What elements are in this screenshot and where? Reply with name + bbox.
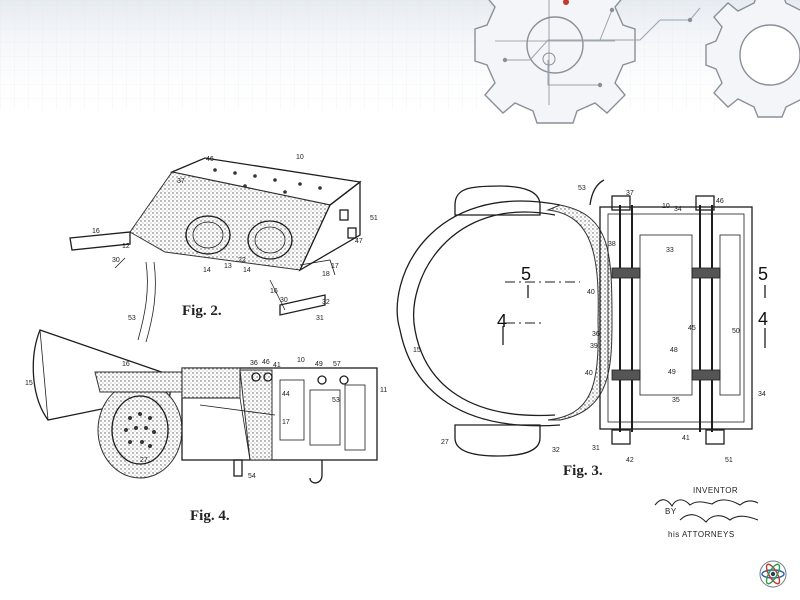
label: 35 [672, 397, 680, 404]
label: 38 [608, 241, 616, 248]
label: 34 [674, 206, 682, 213]
label: 30 [280, 297, 288, 304]
gear-icon [705, 0, 800, 118]
label: 14 [203, 267, 211, 274]
label: 36 [250, 360, 258, 367]
label: 45 [688, 325, 696, 332]
label: 34 [758, 391, 766, 398]
label: 49 [668, 369, 676, 376]
label: 10 [297, 357, 305, 364]
inventor-title: INVENTOR [693, 486, 738, 495]
label: 42 [626, 457, 634, 464]
section-mark: 4 [758, 309, 768, 329]
inventor-signature [654, 499, 759, 508]
label: 17 [282, 419, 290, 426]
figure-2-labels: 46 10 37 16 12 14 13 22 14 16 30 51 47 1… [92, 154, 378, 322]
label: 53 [578, 185, 586, 192]
label: 41 [682, 435, 690, 442]
section-mark: 5 [758, 264, 768, 284]
label: 13 [224, 263, 232, 270]
label: 33 [666, 247, 674, 254]
section-mark: 5 [521, 264, 531, 284]
label: 51 [725, 457, 733, 464]
label: 57 [333, 361, 341, 368]
inventor-by: BY [665, 507, 677, 516]
label: 27 [140, 457, 148, 464]
label: 11 [380, 387, 387, 394]
label: 47 [355, 238, 363, 245]
section-mark: 4 [497, 311, 507, 331]
figure-3-labels: 53 37 10 34 46 38 33 40 15 36 39 45 50 4… [413, 185, 766, 464]
label: 44 [282, 391, 290, 398]
label: 37 [177, 178, 185, 185]
label: 49 [315, 361, 323, 368]
label: 53 [128, 315, 136, 322]
figure-2-headset-perspective [69, 157, 362, 343]
label: 32 [552, 447, 560, 454]
label: 36 [592, 331, 600, 338]
label: 46 [206, 156, 214, 163]
label: 50 [732, 328, 740, 335]
label: 10 [296, 154, 304, 161]
label: 30 [112, 257, 120, 264]
label: 39 [590, 343, 598, 350]
label: 51 [370, 215, 378, 222]
label: 15 [413, 347, 421, 354]
figure-4-caption: Fig. 4. [190, 508, 230, 524]
label: 16 [270, 288, 278, 295]
label: 17 [331, 263, 339, 270]
figure-3-caption: Fig. 3. [563, 463, 603, 479]
figure-4-headset-section [32, 329, 378, 484]
inventor-role: his ATTORNEYS [668, 530, 735, 539]
label: 32 [322, 299, 330, 306]
figure-2-caption: Fig. 2. [182, 303, 222, 319]
label: 40 [587, 289, 595, 296]
label: 27 [441, 439, 449, 446]
gear-icon [474, 0, 636, 124]
label: 31 [592, 445, 600, 452]
inventor-block: INVENTOR BY his ATTORNEYS [654, 486, 759, 539]
label: 31 [316, 315, 324, 322]
label: 16 [92, 228, 100, 235]
figure-4-labels: 15 16 36 46 41 10 49 57 11 44 53 17 27 5… [25, 357, 387, 480]
attorney-signature [679, 514, 759, 523]
label: 54 [248, 473, 256, 480]
label: 16 [122, 361, 130, 368]
label: 46 [262, 359, 270, 366]
label: 12 [122, 243, 130, 250]
figure-3-headset-plan [396, 179, 766, 457]
header-banner [0, 0, 800, 124]
atom-logo-icon [759, 560, 787, 588]
label: 14 [243, 267, 251, 274]
label: 22 [238, 257, 246, 264]
accent-dot [563, 0, 569, 5]
label: 48 [670, 347, 678, 354]
label: 15 [25, 380, 33, 387]
label: 10 [662, 203, 670, 210]
label: 37 [626, 190, 634, 197]
label: 41 [273, 362, 281, 369]
label: 53 [332, 397, 340, 404]
figure-3-section-marks: 5 4 5 4 [497, 264, 768, 331]
label: 46 [716, 198, 724, 205]
label: 18 [322, 271, 330, 278]
label: 40 [585, 370, 593, 377]
